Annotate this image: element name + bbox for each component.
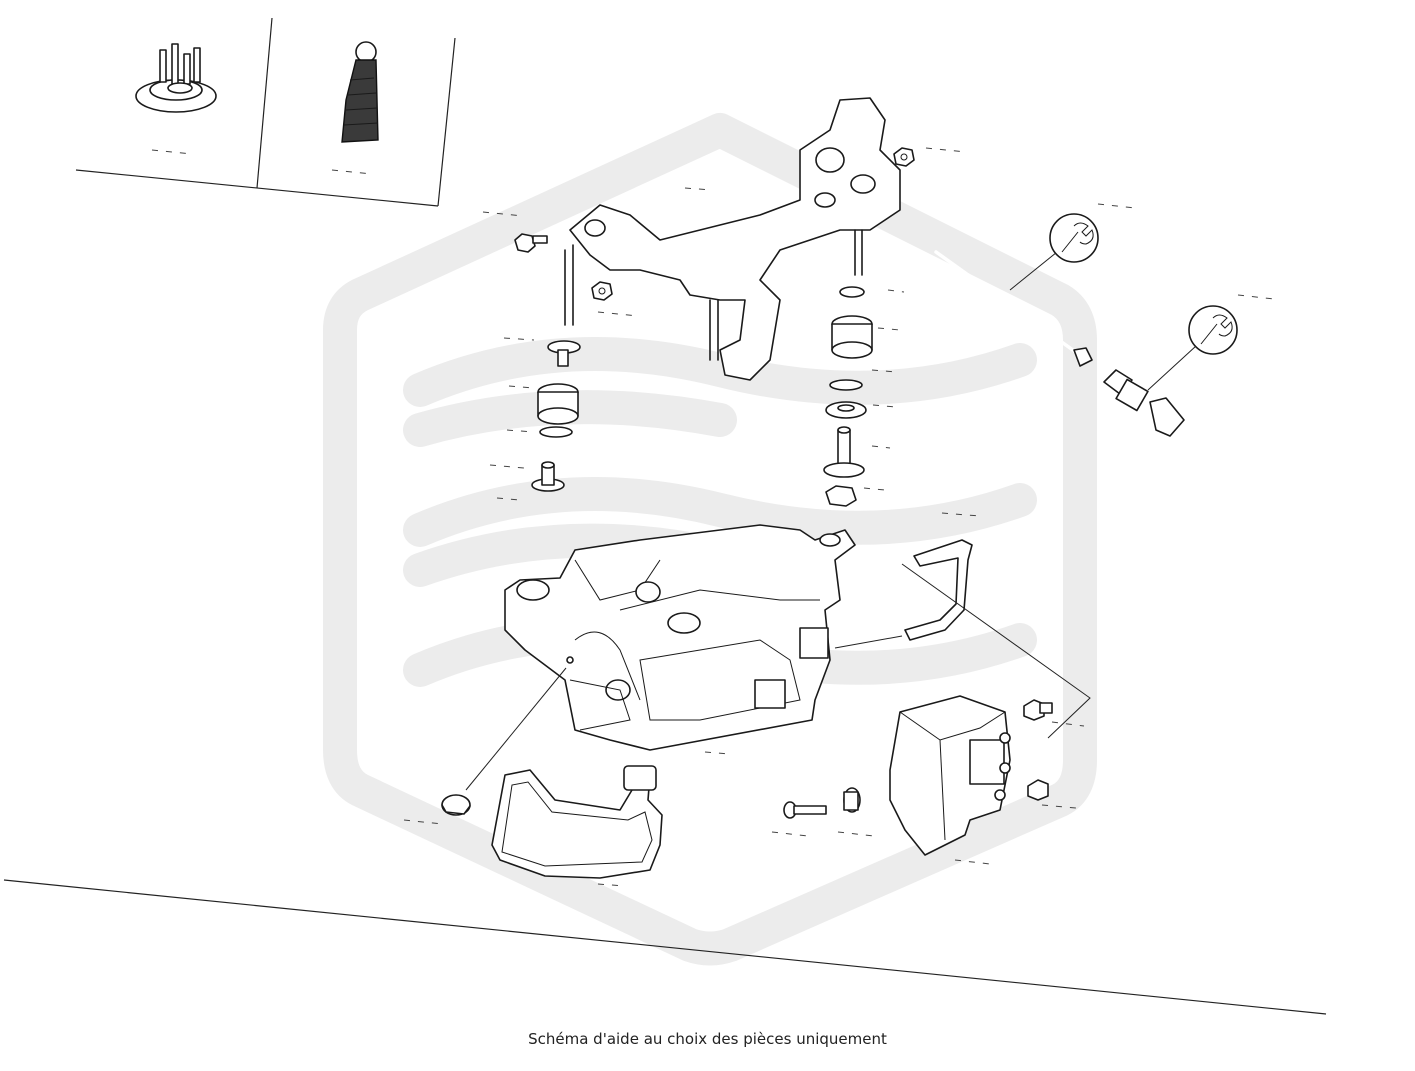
inset-panels [75,17,456,207]
push-fitting-part[interactable] [1023,699,1053,721]
valve-block-part[interactable] [889,695,1011,856]
screw-part[interactable] [783,801,827,819]
compressor-assembly-part[interactable] [504,524,856,751]
connector-plug-part[interactable] [135,43,217,113]
bent-pipe-part[interactable] [904,539,973,641]
air-hose-part[interactable] [491,765,663,879]
wrench-icon [1049,213,1099,263]
protective-cap-part[interactable] [441,794,471,816]
long-bolt-part[interactable] [934,250,1093,367]
wrench-icon [1188,305,1238,355]
rubber-bushing-part[interactable] [843,787,861,813]
flange-bolt-part[interactable] [514,233,548,253]
small-fitting-part[interactable] [1027,779,1049,801]
right-mount-stack[interactable] [823,286,873,507]
left-mount-stack[interactable] [531,340,581,492]
hex-nut-top-part[interactable] [893,147,915,167]
hex-nut-part[interactable] [591,281,613,301]
threaded-coupling-part[interactable] [1103,369,1185,437]
mounting-bracket-part[interactable] [564,97,901,381]
diagram-baseline [3,879,1327,1015]
diagram-caption: Schéma d'aide au choix des pièces unique… [528,1030,887,1048]
wiring-strip-part[interactable] [341,41,379,143]
